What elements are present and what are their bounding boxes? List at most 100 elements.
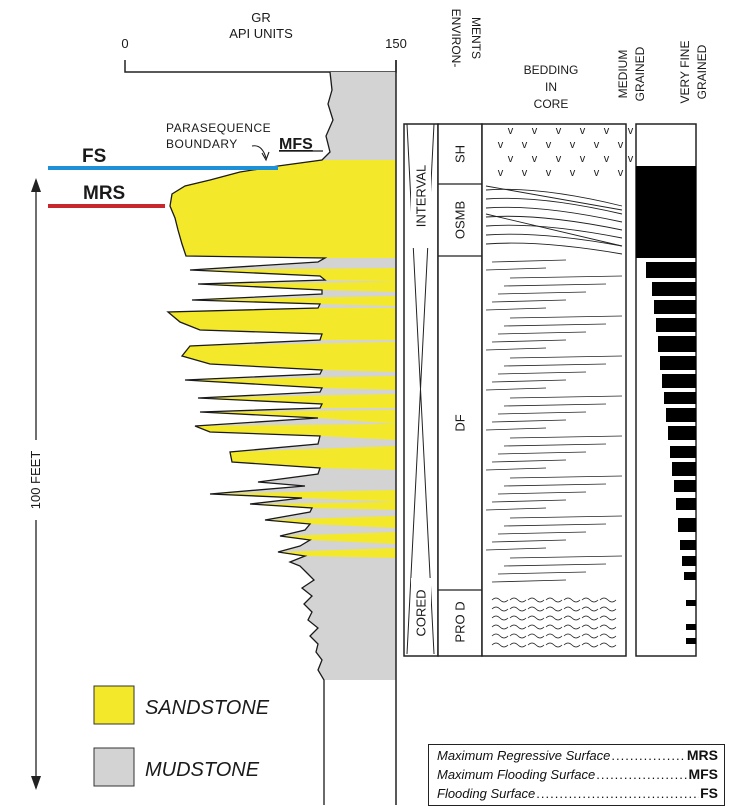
gr-axis-min-label: 0 [121, 36, 128, 51]
grain-size-bar [656, 318, 696, 332]
mottled-bedding [563, 615, 581, 621]
burrow-mark: v [570, 167, 576, 179]
burrow-mark: v [508, 125, 514, 137]
environments-header: ENVIRON- MENTS [449, 9, 483, 68]
grain-size-bar [674, 480, 696, 492]
grain-size-bar [660, 356, 696, 370]
lamination [503, 523, 607, 527]
mottled-bedding [581, 624, 599, 630]
sandstone-bed [198, 282, 396, 292]
key-label-mfs: Maximum Flooding Surface [437, 767, 596, 782]
lamination [503, 283, 607, 287]
gr-log-curve [166, 71, 334, 805]
parasequence-label-line1: PARASEQUENCE [166, 121, 271, 135]
scale-label: 100 FEET [28, 451, 43, 510]
sandstone-bed [265, 516, 396, 528]
lamination [503, 323, 607, 327]
sandstone-legend-label: SANDSTONE [145, 697, 270, 719]
lamination [503, 403, 607, 407]
lamination [485, 307, 547, 311]
burrow-mark: v [594, 139, 600, 151]
lamination [509, 275, 623, 279]
grain-size-bar [682, 556, 696, 566]
mudstone-swatch [93, 747, 135, 787]
scale-arrow-top [31, 178, 41, 192]
grain-size-bar [686, 600, 696, 606]
cross-bed [485, 215, 623, 231]
burrow-mark: v [628, 153, 634, 165]
mottled-bedding [545, 615, 563, 621]
cross-bed [485, 197, 623, 215]
mottled-bedding [545, 606, 563, 612]
mottled-bedding [599, 597, 617, 603]
mottled-bedding [509, 615, 527, 621]
parasequence-label-line2: BOUNDARY [166, 137, 238, 151]
lamination [485, 427, 547, 431]
mottled-bedding [599, 642, 617, 648]
mottled-bedding [491, 633, 509, 639]
lamination [503, 443, 607, 447]
mottled-bedding [527, 615, 545, 621]
grain-size-bar [636, 166, 696, 258]
grain-size-bar [662, 374, 696, 388]
lamination [509, 355, 623, 359]
sandstone-bed [210, 490, 396, 502]
very-fine-grained-header-line1: VERY FINE [678, 41, 692, 104]
burrow-mark: v [556, 153, 562, 165]
mottled-bedding [509, 633, 527, 639]
burrow-mark: v [532, 153, 538, 165]
key-row-fs: Flooding Surface FS [437, 785, 718, 804]
sandstone-bed [185, 376, 396, 390]
mottled-bedding [599, 615, 617, 621]
lamination [491, 339, 567, 343]
key-abbr-mrs: MRS [686, 747, 718, 763]
interval-label-background [411, 144, 431, 248]
cored-label: CORED [414, 590, 429, 637]
sandstone-bed [195, 424, 396, 440]
mottled-bedding [563, 606, 581, 612]
mottled-bedding [581, 597, 599, 603]
lamination [497, 531, 587, 535]
lamination [497, 291, 587, 295]
interval-label: INTERVAL [414, 165, 429, 227]
mfs-label: MFS [279, 136, 313, 153]
lamination [509, 395, 623, 399]
sandstone-swatch [93, 685, 135, 725]
grain-size-bar [654, 300, 696, 314]
environments-column [437, 123, 483, 657]
lamination [485, 347, 547, 351]
fs-label: FS [82, 146, 106, 167]
mottled-bedding [599, 633, 617, 639]
sandstone-bed [230, 446, 396, 470]
grain-size-bar [658, 336, 696, 352]
cross-bed [485, 185, 623, 247]
gr-axis-max-label: 150 [385, 36, 407, 51]
grain-size-bars [636, 166, 696, 644]
grain-size-bar [652, 282, 696, 296]
cross-bed [485, 242, 623, 255]
mottled-bedding [491, 615, 509, 621]
grain-size-bar [676, 498, 696, 510]
burrow-mark: v [580, 153, 586, 165]
lamination [497, 371, 587, 375]
sandstone-bed [278, 548, 396, 558]
burrow-mark: v [594, 167, 600, 179]
grain-size-bar [668, 426, 696, 440]
mottled-bedding [545, 624, 563, 630]
lamination [509, 475, 623, 479]
bedding-header-line1: BEDDING [524, 63, 579, 77]
burrow-mark: v [628, 125, 634, 137]
mottled-bedding [527, 624, 545, 630]
environments-header-line1: ENVIRON- [449, 9, 463, 68]
mottled-bedding [527, 597, 545, 603]
lamination [509, 515, 623, 519]
key-row-mfs: Maximum Flooding Surface MFS [437, 766, 718, 785]
mottled-bedding [581, 615, 599, 621]
lamination [503, 363, 607, 367]
sandstone-bed [170, 160, 396, 258]
grain-size-bar [670, 446, 696, 458]
sandstone-bed [192, 296, 396, 306]
mudstone-legend-label: MUDSTONE [145, 759, 260, 781]
mottled-bedding [563, 633, 581, 639]
bedding-header-line2: IN [545, 80, 557, 94]
